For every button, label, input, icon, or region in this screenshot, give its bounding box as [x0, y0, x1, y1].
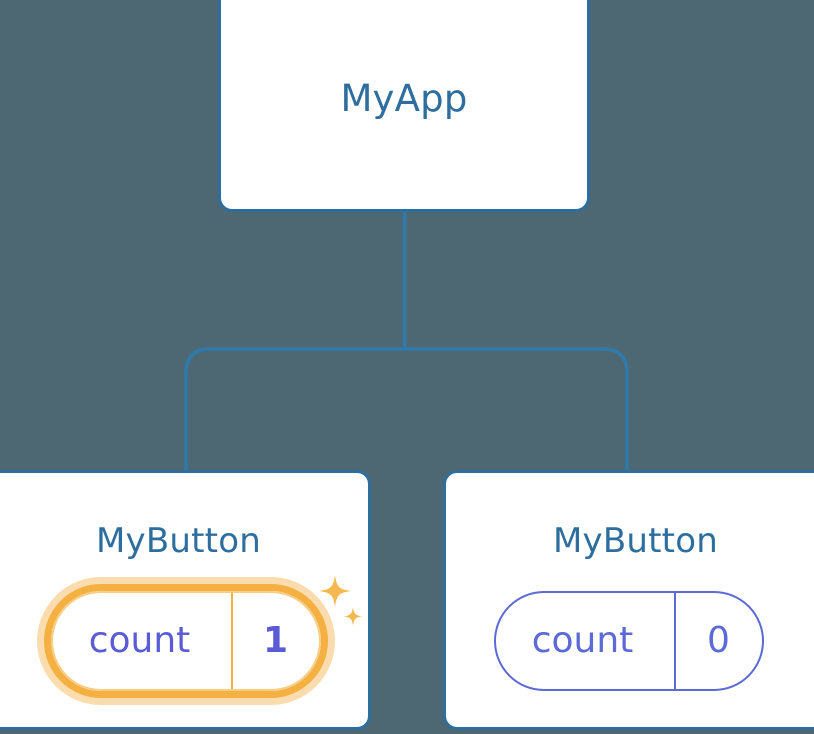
- node-title-mybutton-right: MyButton: [553, 521, 718, 561]
- sparkle-small: [343, 607, 362, 626]
- state-key-right: count: [531, 620, 634, 661]
- state-pill-wrap-left: count 1: [0, 575, 368, 705]
- state-pill-highlight-left: count 1: [36, 575, 362, 705]
- sparkle-large: [318, 575, 351, 607]
- node-card-mybutton-right[interactable]: MyButton count 0: [443, 470, 814, 730]
- connector-branch-right: [404, 347, 629, 472]
- node-title-mybutton-left: MyButton: [96, 521, 261, 561]
- state-pill-left[interactable]: count 1: [50, 591, 321, 691]
- state-key-left: count: [88, 620, 191, 661]
- node-card-mybutton-left[interactable]: MyButton count 1: [0, 470, 371, 730]
- node-card-myapp[interactable]: MyApp: [218, 0, 590, 212]
- highlight-halo: [36, 577, 335, 705]
- node-title-myapp: MyApp: [340, 77, 468, 120]
- state-value-left: 1: [230, 593, 319, 689]
- state-pill-wrap-right: count 0: [446, 591, 814, 691]
- highlight-ring: [43, 584, 328, 698]
- state-pill-right[interactable]: count 0: [493, 591, 764, 691]
- connector-branch-left: [184, 347, 405, 472]
- state-value-right: 0: [673, 593, 762, 689]
